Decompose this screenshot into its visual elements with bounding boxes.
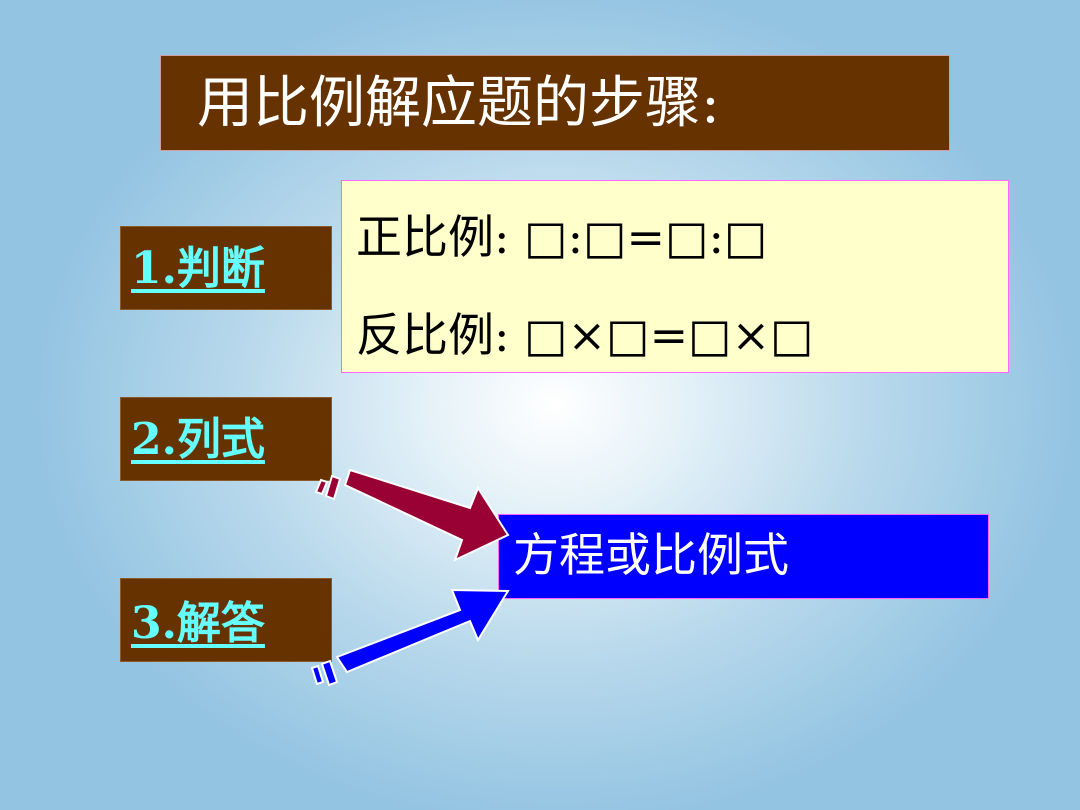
direct-proportion-formula: 正比例: □:□=□:□ — [356, 210, 768, 264]
step-judge-link[interactable]: 1.判断 — [120, 226, 332, 310]
formula-panel: 正比例: □:□=□:□ 反比例: □×□=□×□ — [341, 180, 1009, 373]
page-title: 用比例解应题的步骤: — [160, 55, 950, 151]
result-box: 方程或比例式 — [498, 514, 989, 599]
arrow-right-down-icon — [314, 468, 510, 562]
inverse-proportion-formula: 反比例: □×□=□×□ — [356, 308, 814, 362]
step-equation-link[interactable]: 2.列式 — [120, 397, 332, 481]
arrow-right-up-icon — [310, 588, 510, 687]
step-solve-link[interactable]: 3.解答 — [120, 578, 332, 662]
